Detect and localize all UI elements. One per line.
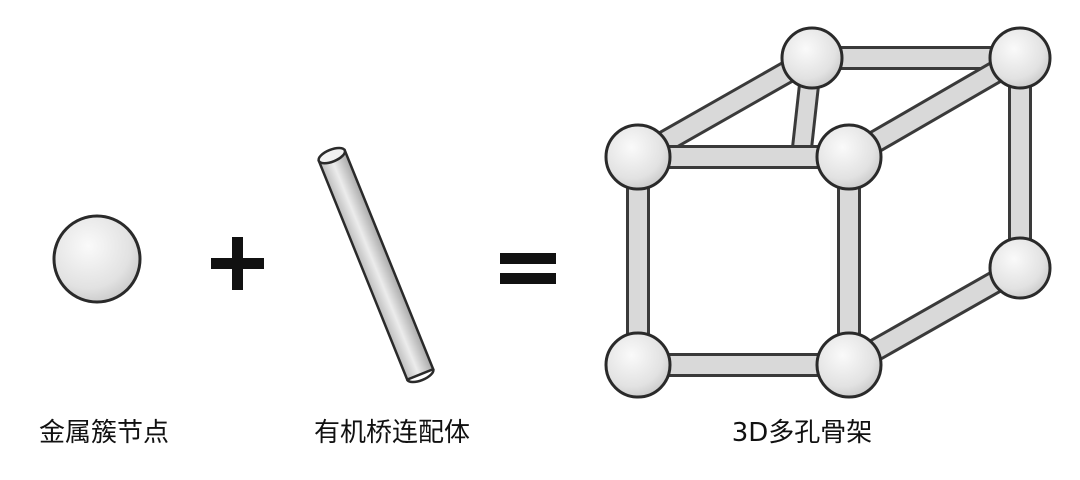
depth-struts — [632, 47, 1027, 376]
organic-linker-rod — [317, 146, 435, 384]
framework-node-front-bottom-left — [604, 331, 672, 399]
metal-cluster-node-sphere — [52, 214, 142, 304]
front-struts — [626, 145, 861, 377]
framework-nodes — [604, 26, 1052, 399]
equals-operator — [500, 253, 556, 284]
framework-node-front-bottom-right — [815, 331, 883, 399]
framework-node-front-top-left — [604, 123, 672, 191]
plus-operator — [211, 237, 264, 290]
back-struts — [791, 46, 1032, 268]
framework-node-front-top-right — [815, 123, 883, 191]
framework-struts — [626, 46, 1032, 377]
framework-node-back-top-left — [780, 26, 844, 90]
framework-node-back-bottom-right — [988, 236, 1052, 300]
framework-label: 3D多孔骨架 — [731, 418, 873, 448]
framework-node-back-top-right — [988, 26, 1052, 90]
organic-linker-label: 有机桥连配体 — [313, 418, 471, 448]
metal-cluster-node-label: 金属簇节点 — [38, 418, 170, 448]
